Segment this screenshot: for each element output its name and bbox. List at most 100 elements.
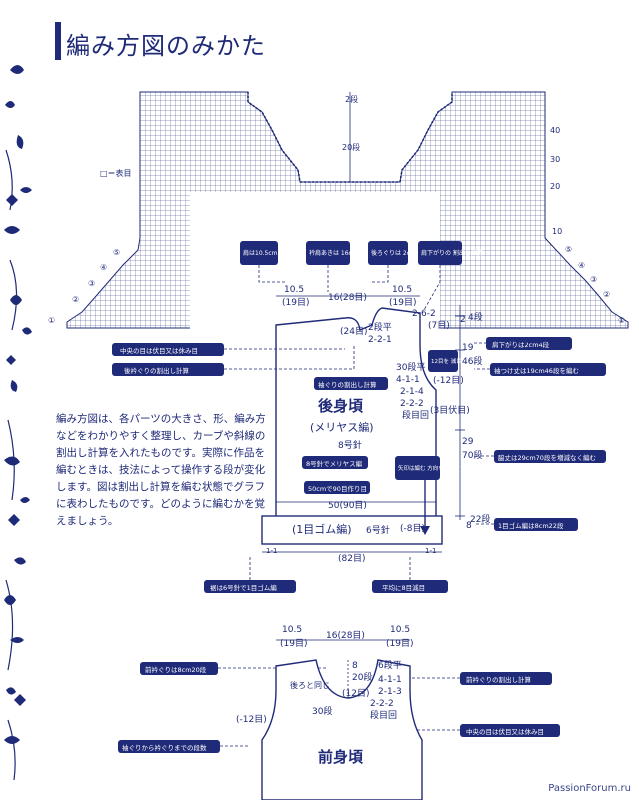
callout-armhole-height: 袖つけ丈は19cm46段を編む [490,363,606,376]
svg-text:前衿ぐりは8cm20段: 前衿ぐりは8cm20段 [145,665,207,674]
floral-border [4,65,32,781]
callout-shoulder-drop: 肩下がりは2cm4段 [486,337,572,350]
chart-mark-right-5: ⑤ [565,245,572,254]
front-back-same: 後ろと同じ [290,680,330,690]
front-dim-right: 10.5 [390,625,410,635]
front-n4: 2-2-2 [370,699,394,709]
callout-center-stitch: 中央の目は伏目又は休み目 [112,343,224,356]
svg-text:袖ぐりの割出し計算: 袖ぐりの割出し計算 [318,380,377,389]
chart-right-marks: 40 30 20 10 ⑤ ④ ③ ② ① [550,126,625,325]
chart-mark-left-5: ① [48,316,55,325]
svg-text:前衿ぐりの割出し計算: 前衿ぐりの割出し計算 [466,675,532,684]
chart-legend: □＝表目 [100,168,132,178]
back-rib: (1目ゴム編) [292,522,352,536]
callout-front-neck-calc: 前衿ぐりの割出し計算 [460,672,552,685]
back-arm2: 4-1-1 [396,375,420,385]
back-shoulder-calc: 2-6-2 [412,309,436,319]
front-n3: 2-1-3 [378,687,402,697]
back-hem-right: 1-1 [425,547,436,555]
chart-mark-right-4: ④ [578,261,585,270]
back-right-19: 19 [462,343,474,353]
svg-text:裾は6号針で1目ゴム編: 裾は6号針で1目ゴム編 [210,583,277,592]
callout-back-neck-calc: 後衿ぐりの割出し計算 [112,363,224,376]
chart-left-marks: ⑤ ④ ③ ② ① [48,248,120,325]
callouts: 肩は10.5cm 19目 衿肩あきは 16cm28目 後ろぐりは 2cm4段 肩… [112,241,606,753]
back-neck-left: (24目) [340,326,367,337]
front-rows20: 20段 [352,671,372,683]
back-right-4: 4段 [468,311,483,323]
front-n5: 段目回 [370,709,397,721]
back-needle: 8号針 [338,439,362,451]
front-n1: 6段平 [378,659,402,671]
svg-text:肩下がりは2cm4段: 肩下がりは2cm4段 [492,340,550,349]
svg-text:肩は10.5cm 19目: 肩は10.5cm 19目 [243,249,293,257]
svg-text:50cmで90目作り目: 50cmで90目作り目 [308,484,367,493]
callout-back-neck: 後ろぐりは 2cm4段 [368,241,426,265]
chart-mark-right-40: 40 [550,126,560,135]
svg-text:肩下がりの 割出し計算: 肩下がりの 割出し計算 [421,249,483,257]
front-dec-left: (-12目) [236,714,267,725]
front-center-st: (12目) [342,688,369,699]
back-right-22: 22段 [470,513,490,525]
callout-armhole-calc: 袖ぐりの割出し計算 [314,377,388,390]
front-dim-center: 16(28目) [326,630,365,641]
callout-hem-rib: 裾は6号針で1目ゴム編 [204,580,296,593]
back-right-8: 8 [466,521,472,531]
back-title: 後身頃 [317,397,364,415]
watermark: PassionForum.ru [548,783,631,794]
back-arm4: 2-2-2 [400,399,424,409]
front-dim-right-st: (19目) [386,638,413,649]
callout-needles: 8号針でメリヤス編 [302,456,368,469]
chart-mark-right-3: ③ [590,275,597,284]
svg-text:脇丈は29cm70段を増減なく編む: 脇丈は29cm70段を増減なく編む [498,453,596,462]
back-right-46: 46段 [462,355,482,367]
back-width: 50(90目) [328,500,367,511]
svg-text:12目を 減目: 12目を 減目 [431,357,462,365]
callout-body-length: 脇丈は29cm70段を増減なく編む [494,450,606,463]
back-dim-right: 10.5 [392,285,412,295]
front-dim-left: 10.5 [282,625,302,635]
back-arm6: (3目伏目) [430,404,470,416]
chart-mark-left-4: ② [72,295,79,304]
svg-text:袖ぐりから衿ぐりまでの段数: 袖ぐりから衿ぐりまでの段数 [122,743,207,752]
direction-arrow [420,480,430,535]
back-minus8: (-8目) [400,523,425,534]
back-neck-right2: 2-2-1 [368,335,392,345]
front-rows8: 8 [352,661,358,671]
description-text: 編み方図は、各パーツの大きさ、形、編み方などをわかりやすく整理し、カーブや斜線の… [56,413,266,527]
svg-text:8号針でメリヤス編: 8号針でメリヤス編 [306,459,363,468]
callout-decrease12: 12目を 減目 [428,350,462,372]
back-shoulder-rows: (7目) [428,320,450,331]
svg-text:中央の目は伏目又は休み目: 中央の目は伏目又は休み目 [120,346,198,355]
chart-mark-right-30: 30 [550,155,560,164]
back-hem-left: 1-1 [266,547,277,555]
svg-text:後衿ぐりの割出し計算: 後衿ぐりの割出し計算 [124,366,190,375]
callout-cast-on: 50cmで90目作り目 [304,481,370,494]
back-right-2: 2 [460,315,466,325]
front-title: 前身頃 [318,748,364,766]
back-arm1: 30段平 [396,361,425,373]
back-dim-left: 10.5 [284,285,304,295]
chart-mark-right-10: 10 [552,227,562,236]
chart-mark-right-2: ② [603,290,610,299]
callout-decrease: 平均に8目減目 [372,580,448,593]
title-bar [55,22,61,60]
callout-front-rows: 袖ぐりから衿ぐりまでの段数 [118,740,220,753]
svg-text:衿肩あきは 16cm28目: 衿肩あきは 16cm28目 [309,249,371,257]
svg-text:矢印は編む 方向を表わす: 矢印は編む 方向を表わす [398,464,461,472]
callout-shoulder: 肩は10.5cm 19目 [240,241,293,265]
front-body-outline [261,659,423,800]
back-dim-right-st: (19目) [389,297,416,308]
back-rib-needle: 6号針 [366,524,390,536]
callout-shoulder-slope: 肩下がりの 割出し計算 [418,241,483,265]
back-right-70: 70段 [462,449,482,461]
back-arm5: 段目回 [402,409,429,421]
callout-front-neck: 前衿ぐりは8cm20段 [140,662,218,675]
svg-text:後ろぐりは 2cm4段: 後ろぐりは 2cm4段 [371,249,426,257]
svg-text:1目ゴム編は8cm22段: 1目ゴム編は8cm22段 [498,521,564,530]
callout-arrow-note: 矢印は編む 方向を表わす [395,456,461,480]
callout-rib-height: 1目ゴム編は8cm22段 [494,518,578,531]
back-right-29: 29 [462,437,474,447]
